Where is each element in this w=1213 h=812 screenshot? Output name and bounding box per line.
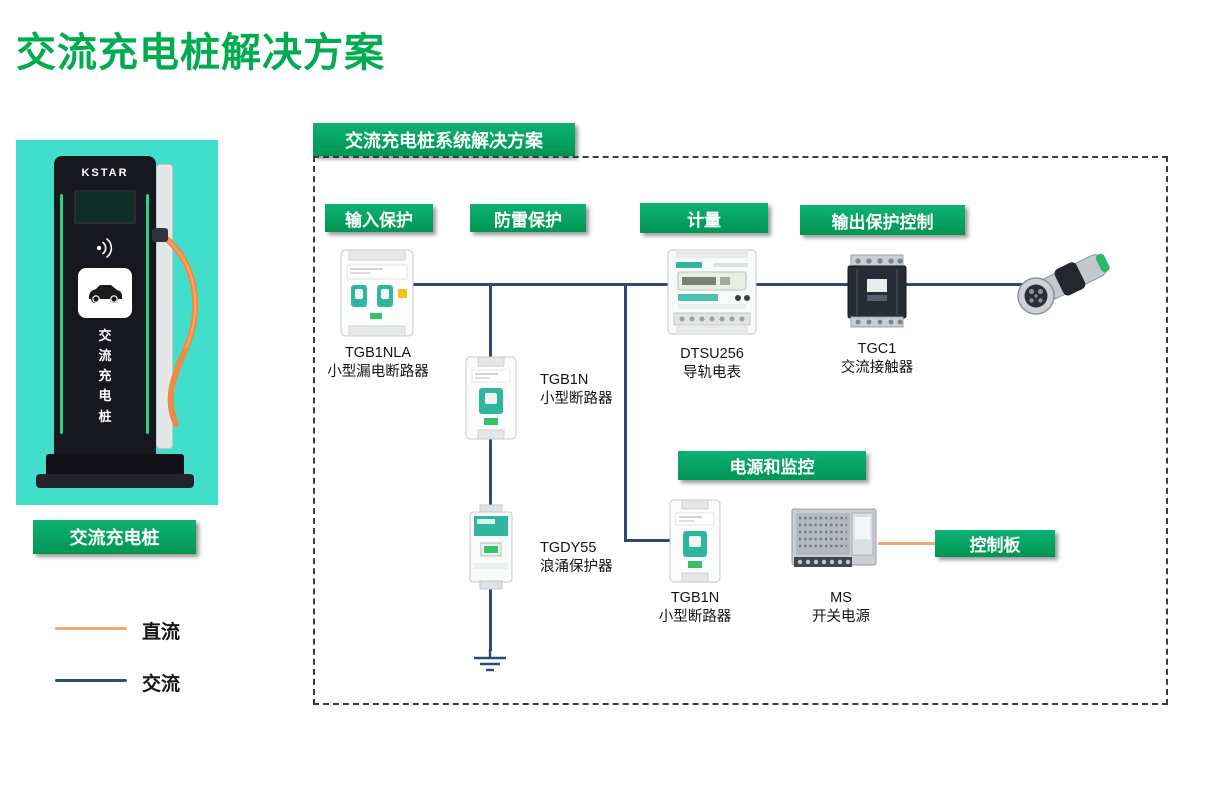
station-led-strip-left: [60, 194, 63, 434]
legend-dc-line: [55, 627, 127, 630]
legend-ac-label: 交流: [142, 674, 181, 695]
legend-ac-line: [55, 679, 127, 682]
ac-contactor-name: TGC1: [857, 341, 897, 357]
diagram-dashed-box: [313, 156, 1168, 705]
wire-dc-control: [878, 542, 935, 545]
station-brand-logo: KSTAR: [81, 167, 129, 179]
switching-psu-label: MS 开关电源: [797, 589, 885, 627]
leakage-breaker-label: TGB1NLA 小型漏电断路器: [311, 344, 445, 382]
charging-gun-image: [1017, 253, 1110, 315]
leakage-breaker-desc: 小型漏电断路器: [327, 364, 429, 381]
product-caption: 交流充电桩: [33, 520, 196, 554]
ground-icon: [474, 649, 506, 672]
station-vertical-label: 交流充电桩: [98, 328, 112, 424]
station-car-card: [78, 268, 132, 318]
mini-breaker-2-image: [669, 499, 721, 583]
station-led-strip-right: [146, 194, 149, 434]
product-photo: KSTAR 交流充电桩: [16, 140, 218, 505]
leakage-breaker-name: TGB1NLA: [344, 345, 412, 361]
rail-meter-name: DTSU256: [680, 346, 744, 362]
station-screen: [74, 190, 136, 224]
mini-breaker-1-label: TGB1N 小型断路器: [540, 371, 613, 409]
mini-breaker-1-desc: 小型断路器: [540, 391, 613, 408]
section-label-output-protection-control: 输出保护控制: [800, 205, 965, 235]
charging-cable-illustration: [152, 228, 199, 427]
surge-protector-image: [469, 504, 513, 590]
mini-breaker-1-name: TGB1N: [540, 372, 589, 388]
page-title: 交流充电桩解决方案: [16, 31, 385, 75]
rail-meter-image: [667, 249, 757, 335]
section-label-input-protection: 输入保护: [325, 204, 433, 232]
switching-psu-desc: 开关电源: [812, 609, 870, 626]
section-label-power-and-monitoring: 电源和监控: [678, 451, 866, 480]
station-base: [46, 454, 184, 476]
ac-contactor-desc: 交流接触器: [840, 360, 914, 377]
section-label-control-board: 控制板: [935, 530, 1055, 557]
switching-psu-name: MS: [830, 590, 852, 606]
mini-breaker-2-desc: 小型断路器: [658, 609, 732, 626]
wire-branch-psu-horizontal: [624, 539, 670, 542]
diagram-banner: 交流充电桩系统解决方案: [313, 123, 575, 156]
wire-branch-psu-vertical: [624, 283, 627, 541]
mini-breaker-2-label: TGB1N 小型断路器: [645, 589, 745, 627]
ac-contactor-label: TGC1 交流接触器: [829, 340, 925, 378]
surge-protector-name: TGDY55: [540, 540, 597, 556]
legend-dc-label: 直流: [142, 622, 181, 643]
mini-breaker-2-name: TGB1N: [670, 590, 720, 606]
ac-contactor-image: [847, 254, 907, 328]
rail-meter-desc: 导轨电表: [683, 365, 741, 382]
nfc-icon: [96, 238, 113, 258]
car-icon: [89, 285, 122, 303]
leakage-breaker-image: [340, 249, 414, 337]
surge-protector-desc: 浪涌保护器: [540, 559, 613, 576]
section-label-lightning-protection: 防雷保护: [470, 204, 586, 232]
mini-breaker-1-image: [465, 356, 517, 440]
surge-protector-label: TGDY55 浪涌保护器: [540, 539, 613, 577]
rail-meter-label: DTSU256 导轨电表: [654, 345, 770, 383]
section-label-metering: 计量: [640, 203, 768, 233]
station-base-plate: [36, 474, 194, 488]
switching-psu-image: [791, 508, 877, 567]
wire-branch-surge: [489, 283, 492, 651]
